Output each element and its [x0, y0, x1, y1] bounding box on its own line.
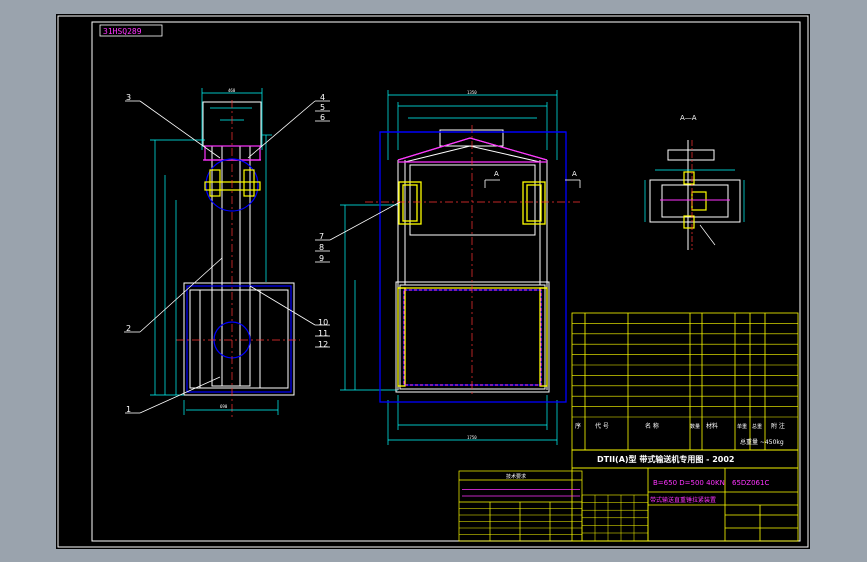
sheet-outer-border: [57, 15, 809, 548]
svg-text:460: 460: [228, 88, 236, 93]
parts-header-qty: 数量: [690, 423, 700, 430]
parts-header-name: 名 称: [645, 422, 659, 430]
svg-text:690: 690: [220, 404, 228, 409]
callout-4: 4: [320, 93, 325, 102]
series-title: DTII(A)型 带式输送机专用图 - 2002: [597, 454, 735, 464]
callout-9: 9: [319, 254, 324, 263]
revision-grid: [581, 494, 649, 542]
drawing-name: 带式输送直重锤拉紧装置: [650, 496, 716, 504]
callout-leaders-front: [315, 201, 401, 263]
section-mark-left: A: [494, 170, 499, 178]
corner-code: 31HSQ289: [103, 27, 142, 36]
sheet-inner-border: [91, 21, 801, 542]
parts-header-unit-weight: 单重: [737, 423, 747, 430]
notes-lines: [459, 489, 582, 535]
callout-2: 2: [126, 324, 131, 333]
parts-list-header: 序 代 号 名 称 数量 材料 单重 总重 附 注: [575, 422, 785, 430]
callout-7: 7: [319, 232, 324, 241]
parts-header-remark: 附 注: [771, 422, 785, 430]
callout-11: 11: [318, 329, 328, 338]
total-weight: 总重量 ~450kg: [740, 438, 784, 446]
callout-1: 1: [126, 405, 131, 414]
callout-12: 12: [318, 340, 328, 349]
section-a-a-view: [644, 140, 745, 250]
parts-header-code: 代 号: [595, 422, 609, 430]
callout-3: 3: [126, 93, 131, 102]
notes-title: 技术要求: [506, 473, 526, 480]
parts-header-total-weight: 总重: [752, 423, 762, 430]
front-view: 1350 1750: [340, 90, 581, 445]
corner-code-box: [99, 24, 163, 37]
drawing-number: 65DZ061C: [732, 479, 769, 487]
section-mark-right: A: [572, 170, 577, 178]
section-label: A—A: [680, 114, 697, 122]
svg-text:1750: 1750: [467, 435, 477, 440]
parts-header-no: 序: [575, 422, 581, 430]
parts-header-material: 材料: [706, 422, 718, 430]
side-view: 460: [150, 88, 300, 420]
spec-text: B=650 D=500 40KN: [653, 479, 725, 487]
parts-list-rows: [572, 323, 798, 418]
callout-leaders-left: [124, 100, 330, 414]
callout-6: 6: [320, 113, 325, 122]
svg-text:1350: 1350: [467, 90, 477, 95]
callout-10: 10: [318, 318, 328, 327]
callout-5: 5: [320, 103, 325, 112]
callout-8: 8: [319, 243, 324, 252]
